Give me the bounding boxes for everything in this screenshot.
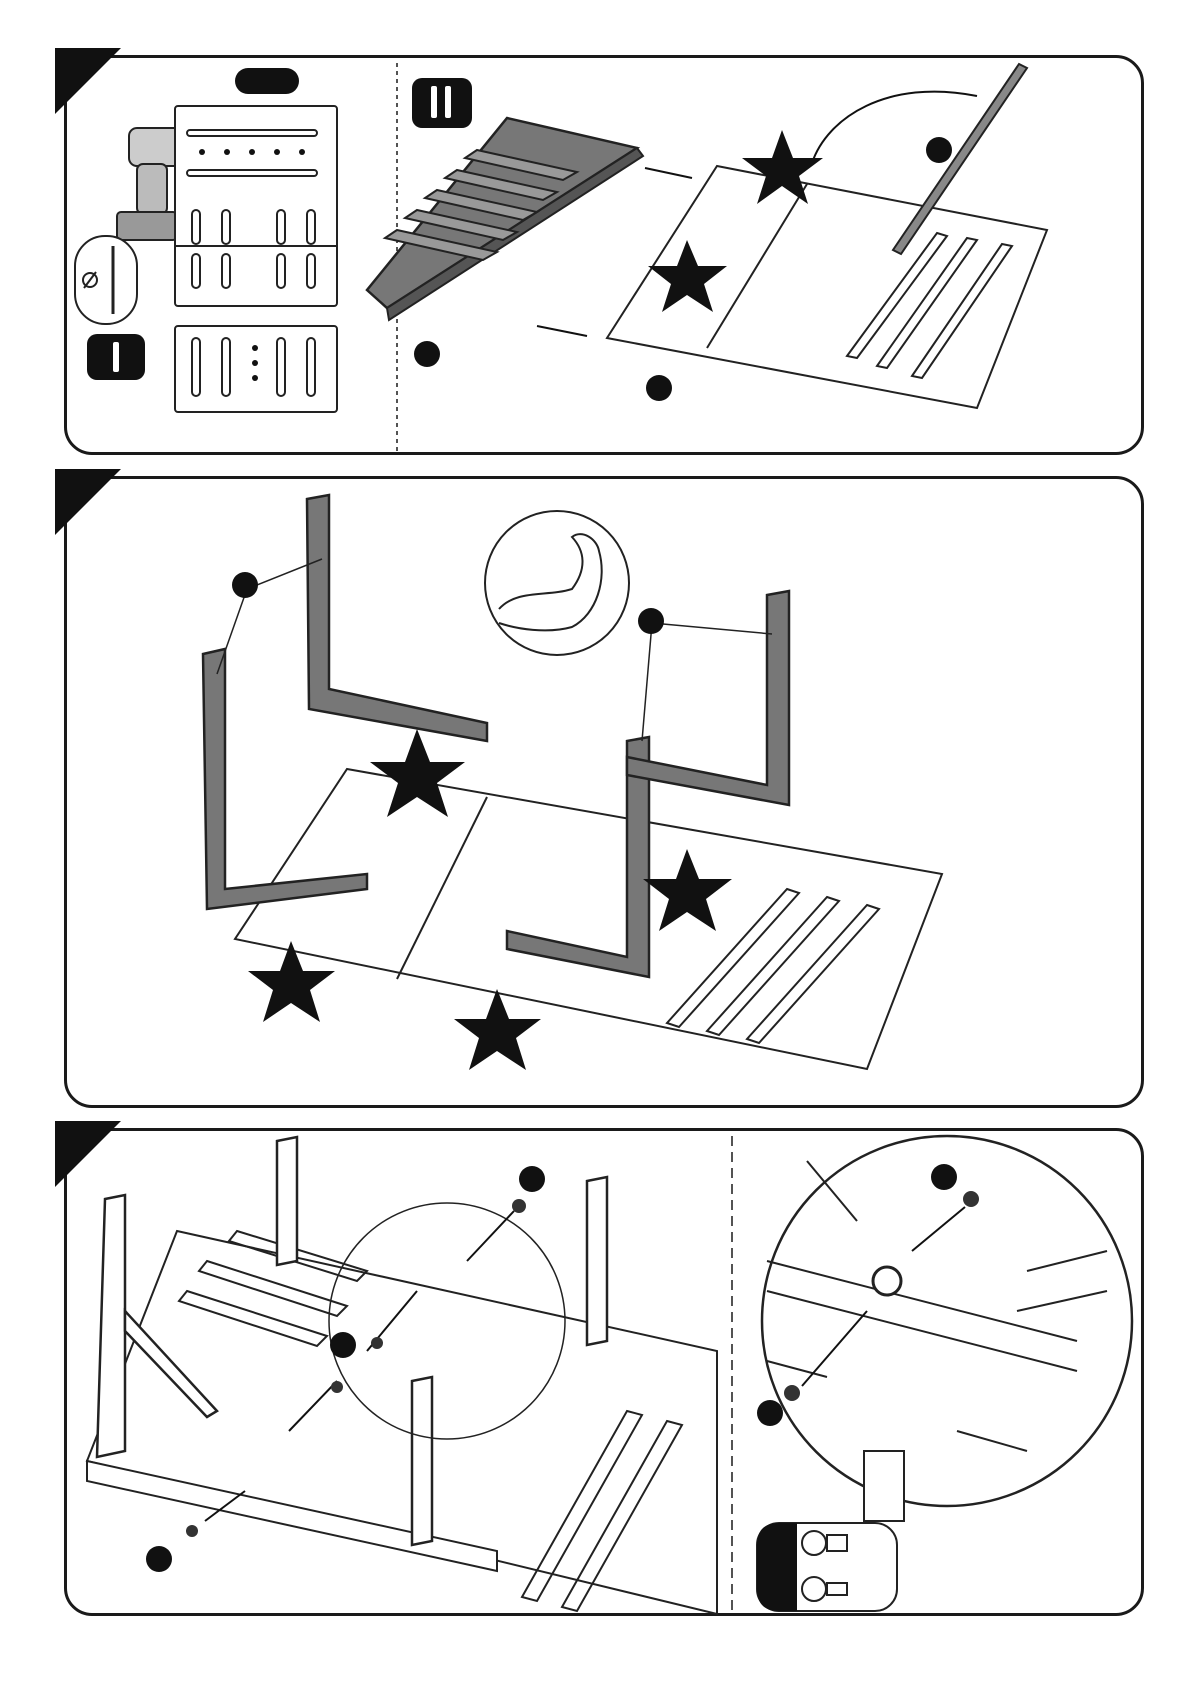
plug-icon — [963, 1191, 979, 1207]
callout-bullet — [330, 1332, 356, 1358]
roman-numeral-I — [113, 342, 119, 372]
callout-bullet — [146, 1546, 172, 1572]
step-badge-II — [412, 78, 472, 128]
step-1-illustration — [67, 58, 1147, 458]
plug-icon — [802, 1531, 826, 1555]
step-corner-marker — [55, 1121, 121, 1187]
drill-bit-icon — [75, 236, 137, 324]
callout-bullet — [926, 137, 952, 163]
callout-bullet — [519, 1166, 545, 1192]
screw-icon — [802, 1577, 826, 1601]
screw-icon — [784, 1385, 800, 1401]
strength-arm-icon — [485, 511, 629, 655]
callout-bullet — [232, 572, 258, 598]
callout-bullet — [646, 375, 672, 401]
detail-zoom — [757, 1136, 1132, 1521]
step-panel-2 — [64, 476, 1144, 1108]
step-2-illustration — [67, 479, 1147, 1111]
tabletop-bottom-view — [175, 326, 337, 412]
tabletop-half-grey — [367, 118, 643, 320]
hardware-legend — [757, 1523, 897, 1611]
callout-bullet — [638, 608, 664, 634]
step-corner-marker — [55, 469, 121, 535]
tabletop-assembled — [87, 1231, 717, 1614]
callout-bullet — [931, 1164, 957, 1190]
pill-label — [235, 68, 299, 94]
step-panel-1 — [64, 55, 1144, 455]
step-3-illustration — [67, 1131, 1147, 1619]
callout-bullet — [757, 1400, 783, 1426]
tabletop-assembled — [235, 769, 942, 1069]
callout-bullet — [414, 341, 440, 367]
step-panel-3 — [64, 1128, 1144, 1616]
star-mark — [454, 989, 541, 1070]
step-corner-marker — [55, 48, 121, 114]
